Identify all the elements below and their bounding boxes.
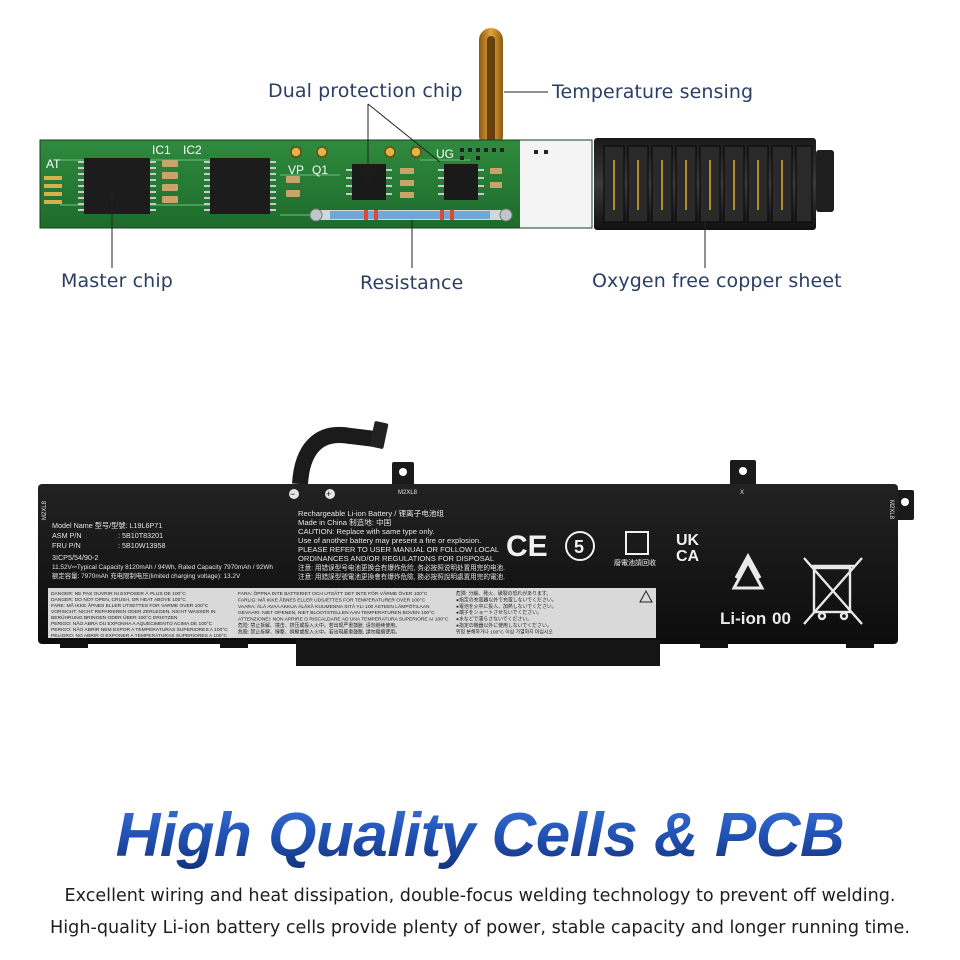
battery-flex-cable xyxy=(292,421,389,485)
warning-row: DANGER: DO NOT OPEN, CRUSH, OR HEAT ABOV… xyxy=(51,597,186,603)
m2xl8-side-right: M2XL8 xyxy=(888,500,894,520)
label-limited-voltage: 额定容量: 7970mAh 充电限制电压(limited charging vo… xyxy=(52,571,241,580)
silk-at: AT xyxy=(46,157,61,171)
warning-row: VORSICHT: NICHT REPARIEREN ODER ZERLEGEN… xyxy=(51,609,216,615)
battery-mounting-tabs xyxy=(392,460,914,520)
warning-row: GEVAAR!: NIET OPENEN, NIET BLOOTSTELLEN … xyxy=(238,610,435,616)
label-asm-pn: ASM P/N xyxy=(52,531,82,540)
warning-row: FARA: ÖPPNA INTE BATTERIET OCH UTSÄTT DE… xyxy=(238,590,428,597)
warning-row: VAARA: ÄLÄ AVAA AKKUA ÄLÄKÄ KUUMENNA SIT… xyxy=(238,603,430,610)
label-rech-title: Rechargeable Li-ion Battery / 锂离子电池组 xyxy=(298,508,444,518)
li-ion-text: Li-ion xyxy=(720,609,766,628)
ukca-top: UK xyxy=(676,532,700,549)
secondary-chip-ic xyxy=(204,158,276,214)
warning-row: ●端子をショートさせないでください。 xyxy=(456,609,542,616)
silk-q1: Q1 xyxy=(312,163,328,177)
li-ion-recycle-icon: Li-ion 00 xyxy=(720,552,791,628)
description-line-1: Excellent wiring and heat dissipation, d… xyxy=(64,886,896,906)
warning-column-mid: FARA: ÖPPNA INTE BATTERIET OCH UTSÄTT DE… xyxy=(238,590,449,635)
label-caution-3: PLEASE REFER TO USER MANUAL OR FOLLOW LO… xyxy=(298,545,499,554)
silk-ic2: IC2 xyxy=(183,143,202,157)
warning-row: ●指定の機器以外に使用しないでください。 xyxy=(456,622,552,629)
callout-oxygen-free-copper-sheet: Oxygen free copper sheet xyxy=(592,270,842,292)
warning-column-right: 危険: 分解、発火、破裂の恐れがあります。●指定の充電器以外で充電しないでくださ… xyxy=(456,590,557,635)
silk-ic1: IC1 xyxy=(152,143,171,157)
warning-row: 危险: 禁止拆解、撞击、挤压或投入火中。若出现严重鼓胀, 请勿继续使用。 xyxy=(238,622,400,629)
pcb-vias xyxy=(290,146,422,158)
callout-leader-lines xyxy=(111,91,706,268)
polarity-minus: − xyxy=(290,489,295,499)
current-sense-resistor xyxy=(309,208,513,222)
warning-row: ●水などで濡らさないでください。 xyxy=(456,616,532,623)
screw-x-mark: X xyxy=(740,490,744,496)
warning-row: PERIGO: NÃO ABRA OU EXPONHA A AQUECIMENT… xyxy=(51,620,213,627)
pcb-silkscreen: AT IC1 IC2 VP Q1 UG xyxy=(46,143,454,177)
certification-marks: CE 5 廢電池請回收 UK CA xyxy=(506,530,700,567)
recycle-cn-icon xyxy=(625,531,649,555)
warning-row: ATTENZIONE!: NON APRIRE O RISCALDARE AD … xyxy=(238,617,449,623)
label-caution-4: ORDINANCES AND/OR REGULATIONS FOR DISPOS… xyxy=(298,554,494,563)
warning-row: PERIGO: NÃO ABRIR NEM EXPOR A TEMPERATUR… xyxy=(51,626,228,633)
master-chip-ic xyxy=(78,158,156,214)
warning-row: FARLIG: MÅ IKKE ÅBNES ELLER UDSÆTTES FOR… xyxy=(238,596,426,603)
battery-caution-text: Rechargeable Li-ion Battery / 锂离子电池组 Mad… xyxy=(298,508,505,581)
five-year-icon xyxy=(565,531,595,561)
warning-row: BERÜHRUNG BRINGEN ODER ÜBER 100°C ERHITZ… xyxy=(51,614,178,621)
warning-row: DANGER: NE PAS OUVRIR NI EXPOSER À PLUS … xyxy=(51,590,186,597)
callout-dual-protection-chip: Dual protection chip xyxy=(268,80,463,102)
callout-resistance: Resistance xyxy=(360,272,464,294)
ukca-bottom: CA xyxy=(676,548,700,565)
callout-temperature-sensing: Temperature sensing xyxy=(552,81,754,103)
label-capacity: 11.52V⎓Typical Capacity 8120mAh / 94Wh, … xyxy=(52,564,273,571)
battery-polarity-marks: − + M2XL8 X M2XL8 M2XL8 xyxy=(42,489,894,520)
label-asm-value: : 5B10T83201 xyxy=(118,531,163,540)
five-year-number: 5 xyxy=(574,537,584,557)
ce-mark: CE xyxy=(506,530,548,563)
label-model-name: Model Name 型号/型號: L19L6P71 xyxy=(52,521,162,530)
m2xl8-side-left: M2XL8 xyxy=(42,500,48,520)
li-ion-code: 00 xyxy=(772,609,791,628)
smd-components xyxy=(162,160,300,203)
headline: High Quality Cells & PCB xyxy=(0,800,960,871)
warning-row: FARE: MÅ IKKE ÅPNES ELLER UTSETTES FOR V… xyxy=(51,602,209,609)
label-fru-pn: FRU P/N xyxy=(52,541,81,550)
warning-row: 危険: 分解、発火、破裂の恐れがあります。 xyxy=(456,590,551,597)
silk-vp: VP xyxy=(288,163,304,177)
crossed-bin-icon xyxy=(803,557,863,625)
m2xl8-top: M2XL8 xyxy=(398,490,418,496)
silk-ug: UG xyxy=(436,147,454,161)
pcb-test-pads xyxy=(460,148,548,160)
recycle-cn-text: 廢電池請回收 xyxy=(614,558,656,567)
battery-spec-text: Model Name 型号/型號: L19L6P71 ASM P/N : 5B1… xyxy=(52,521,273,580)
warning-row: ●電池を火中に投入、加熱しないでください。 xyxy=(456,603,557,610)
temperature-sensor-probe xyxy=(479,28,503,148)
callout-master-chip: Master chip xyxy=(61,270,173,292)
copper-sheet-connector xyxy=(594,138,834,230)
description-line-2: High-quality Li-ion battery cells provid… xyxy=(50,918,910,938)
label-caution-5: 注意: 用错误型号电池更换会有爆炸危险, 务必按照说明处置用完的电池. xyxy=(298,563,505,572)
label-caution-1: CAUTION: Replace with same type only. xyxy=(298,527,435,536)
warning-row: ●指定の充電器以外で充電しないでください。 xyxy=(456,596,557,603)
label-caution-2: Use of another battery may present a fir… xyxy=(298,536,481,545)
warning-row: PELIGRO: NO ABRIR O EXPONER A TEMPERATUR… xyxy=(51,633,227,639)
polarity-plus: + xyxy=(326,489,331,499)
battery-warning-strip xyxy=(48,588,656,638)
warning-row: 위험 분해하거나 100°C 이상 가열하지 마십시오 xyxy=(456,628,553,635)
warning-triangle-icon xyxy=(639,589,653,603)
label-fru-value: : 5B10W13958 xyxy=(118,541,166,550)
label-caution-6: 注意: 用錯誤型號電池更換會有爆炸危險, 務必按照說明處置用完的電池. xyxy=(298,572,505,581)
warning-row: 危險: 禁止拆解、撞擊、擠壓或投入火中。若出現嚴重鼓脹, 請勿繼續使用。 xyxy=(238,628,400,635)
label-cell-config: 3ICP5/54/90-2 xyxy=(52,553,98,562)
warning-column-left: DANGER: NE PAS OUVRIR NI EXPOSER À PLUS … xyxy=(51,590,228,639)
label-made-in: Made in China 制造地: 中国 xyxy=(298,517,391,527)
dual-protection-chips xyxy=(346,164,502,200)
